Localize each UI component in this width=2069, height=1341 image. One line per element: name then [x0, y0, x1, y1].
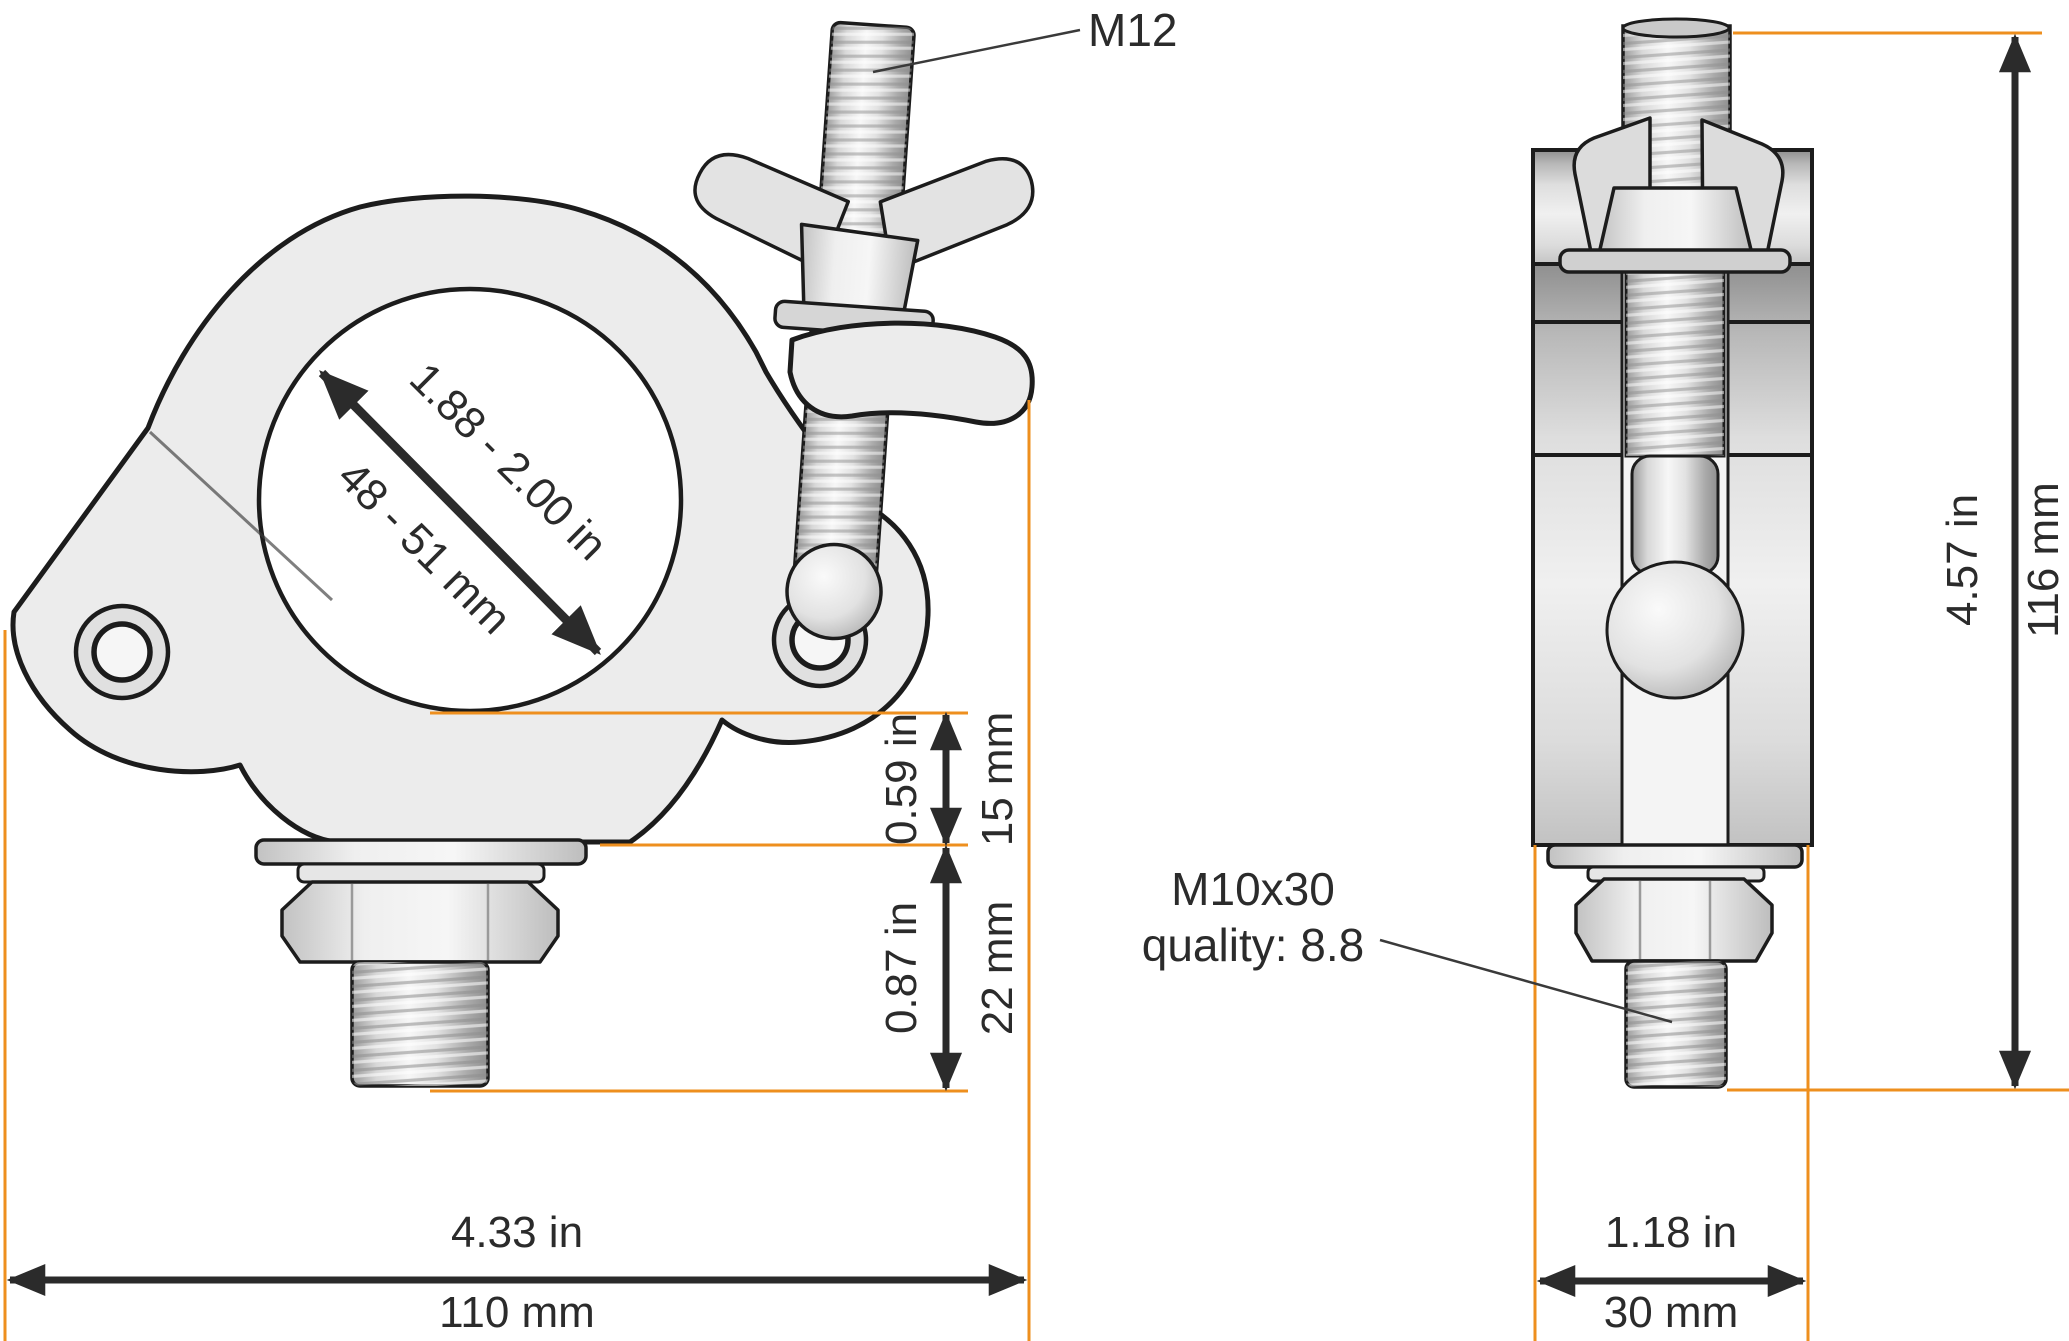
side-washer-large	[1546, 843, 1804, 869]
front-hex-nut	[280, 880, 560, 964]
side-bolt-ball-end	[1605, 560, 1745, 700]
side-hex-nut	[1574, 877, 1774, 963]
m10-leader-line	[1379, 938, 1673, 1024]
base-height-inches: 0.59 in	[877, 713, 926, 845]
side-wing-flange	[1558, 248, 1792, 274]
extension-lines	[3, 31, 2069, 1341]
overall-width-inches: 4.33 in	[451, 1208, 583, 1257]
overall-width-mm: 110 mm	[439, 1288, 595, 1337]
m12-label: M12	[1088, 4, 1177, 56]
dim-bore-arrow	[318, 369, 602, 656]
front-washer-small	[296, 862, 546, 884]
side-wing-hub	[1596, 186, 1755, 260]
m10-quality-label: quality: 8.8	[1142, 919, 1364, 971]
side-fixing-bolt	[1546, 843, 1804, 1089]
overall-depth-mm: 30 mm	[1604, 1288, 1738, 1337]
bolt-protrusion-mm: 22 mm	[973, 901, 1022, 1035]
left-rivet	[73, 603, 171, 701]
clamp-bore	[256, 286, 684, 714]
dimension-lines	[6, 33, 2032, 1298]
side-clamp-body	[1531, 148, 1814, 847]
wing-bolt-ball-end	[785, 542, 883, 641]
m12-leader-line	[872, 28, 1081, 74]
front-fixing-bolt	[254, 838, 588, 1088]
base-height-mm: 15 mm	[973, 712, 1022, 846]
overall-height-inches: 4.57 in	[1938, 494, 1987, 626]
clamp-crease-line	[148, 430, 334, 602]
side-view	[1531, 17, 1814, 1089]
side-bolt-top-face	[1621, 17, 1731, 39]
m10-spec-label: M10x30	[1171, 863, 1335, 915]
side-wing-nut	[1558, 116, 1792, 274]
side-bolt-shank	[1630, 454, 1720, 576]
overall-height-mm: 116 mm	[2019, 482, 2068, 638]
clamp-hook-jaw	[787, 320, 1035, 426]
overall-depth-inches: 1.18 in	[1605, 1208, 1737, 1257]
front-washer-large	[254, 838, 588, 866]
bolt-protrusion-inches: 0.87 in	[877, 902, 926, 1034]
wing-bolt	[693, 20, 1035, 641]
